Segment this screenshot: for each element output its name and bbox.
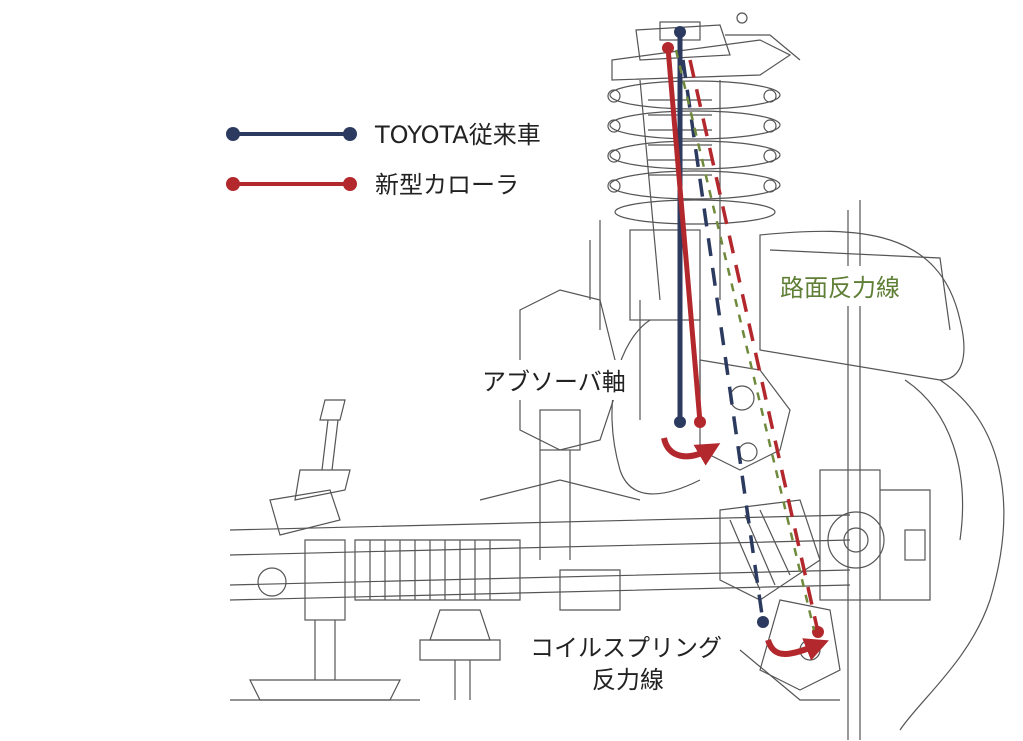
legend-label-new-corolla: 新型カローラ — [375, 171, 519, 199]
spring-rotation-arrow — [765, 638, 829, 661]
coil-spring-label-line2: 反力線 — [592, 666, 664, 694]
annotations: 路面反力線 アブソーバ軸 コイルスプリング 反力線 — [476, 266, 914, 698]
absorber-axis-label: アブソーバ軸 — [482, 368, 626, 396]
steering-rack — [229, 399, 851, 701]
conventional-spring-reaction-line — [681, 59, 765, 623]
road-reaction-label: 路面反力線 — [780, 274, 900, 302]
conventional-axis-bottom-dot — [674, 416, 686, 428]
new-corolla-spring-reaction-line — [688, 59, 820, 633]
strut-top-mount — [611, 12, 801, 81]
new-corolla-absorber-axis — [665, 47, 703, 423]
coil-spring — [607, 80, 781, 225]
legend-item-new-corolla: 新型カローラ — [226, 171, 519, 199]
legend-item-conventional: TOYOTA従来車 — [226, 121, 541, 149]
road-reaction-line — [674, 49, 816, 631]
coil-spring-label-line1: コイルスプリング — [530, 634, 722, 662]
rotation-arrows — [661, 437, 829, 661]
absorber-rotation-arrow — [661, 437, 721, 466]
lower-arm — [419, 569, 841, 701]
new-corolla-axis-bottom-dot — [694, 416, 706, 428]
new-corolla-axis-top-dot — [662, 42, 674, 54]
body-frame — [479, 289, 641, 560]
legend-label-conventional: TOYOTA従来車 — [374, 121, 541, 149]
conventional-spring-dot — [757, 616, 769, 628]
conventional-axis-top-dot — [674, 26, 686, 38]
axis-lines — [662, 26, 824, 638]
legend: TOYOTA従来車 新型カローラ — [226, 121, 541, 199]
